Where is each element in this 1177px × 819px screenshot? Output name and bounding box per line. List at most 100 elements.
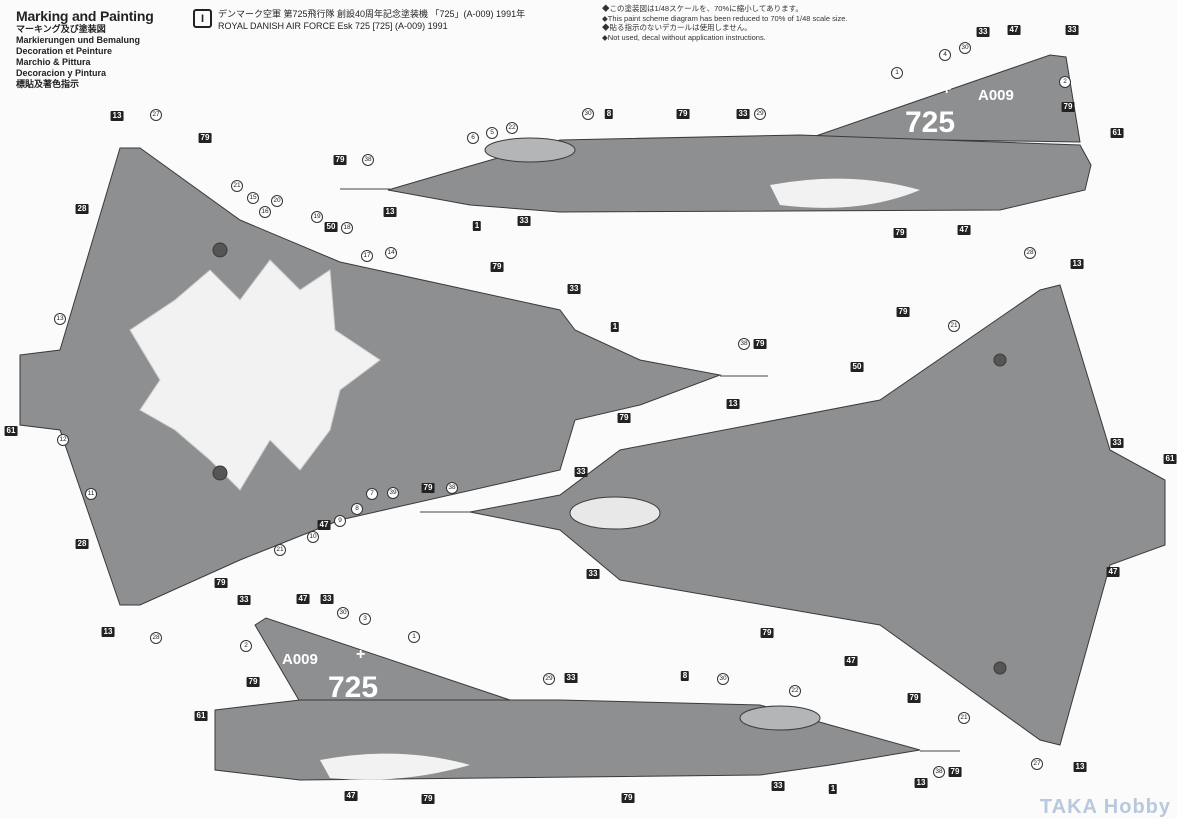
decal-callout: 22 [506, 122, 518, 134]
paint-callout: 33 [976, 27, 990, 37]
decal-callout: 20 [271, 195, 283, 207]
paint-callout: 61 [4, 426, 18, 436]
decal-callout: 38 [446, 482, 458, 494]
decal-callout: 29 [754, 108, 766, 120]
paint-callout: 61 [194, 711, 208, 721]
decal-callout: 21 [231, 180, 243, 192]
bottom-view [420, 284, 1166, 746]
paint-callout: 79 [490, 262, 504, 272]
notes: この塗装図は1/48スケールを、70%に縮小してあります。 This paint… [602, 4, 848, 42]
decal-callout: 30 [959, 42, 971, 54]
paint-callout: 13 [110, 111, 124, 121]
scheme-title-en: ROYAL DANISH AIR FORCE Esk 725 [725] (A-… [218, 21, 448, 31]
decal-callout: 4 [939, 49, 951, 61]
paint-callout: 33 [771, 781, 785, 791]
paint-callout: 13 [914, 778, 928, 788]
paint-callout: 33 [586, 569, 600, 579]
paint-callout: 33 [237, 595, 251, 605]
paint-callout: 79 [948, 767, 962, 777]
decal-callout: 11 [85, 488, 97, 500]
fin-serial-upper: A009 [978, 87, 1014, 104]
paint-callout: 33 [567, 284, 581, 294]
watermark: TAKA Hobby [1039, 796, 1171, 818]
paint-callout: 61 [1163, 454, 1177, 464]
decal-callout: 30 [582, 108, 594, 120]
paint-callout: 79 [1061, 102, 1075, 112]
paint-callout: 47 [1106, 567, 1120, 577]
decal-callout: 2 [240, 640, 252, 652]
note-jp-decal: 貼る指示のないデカールは使用しません。 [602, 23, 848, 33]
lion-decal [129, 259, 381, 491]
subtitle-fr: Decoration et Peinture [16, 46, 113, 56]
scheme-title-jp: デンマーク空軍 第725飛行隊 創設40周年記念塗装機 「725」(A-009)… [218, 9, 526, 19]
fin-cross-lower: + [356, 646, 365, 663]
fin [809, 54, 1081, 143]
top-view [19, 147, 768, 606]
decal-callout: 15 [247, 192, 259, 204]
paint-callout: 13 [726, 399, 740, 409]
decal-callout: 3 [359, 613, 371, 625]
paint-callout: 1 [472, 221, 482, 231]
decal-callout: 28 [150, 632, 162, 644]
paint-callout: 33 [1065, 25, 1079, 35]
decal-callout: 9 [334, 515, 346, 527]
subtitle-de: Markierungen und Bemalung [16, 35, 141, 45]
fin-number-lower: 725 [328, 671, 378, 704]
paint-callout: 79 [421, 483, 435, 493]
paint-callout: 79 [760, 628, 774, 638]
decal-callout: 38 [933, 766, 945, 778]
decal-callout: 22 [789, 685, 801, 697]
decal-callout: 1 [408, 631, 420, 643]
paint-callout: 28 [75, 204, 89, 214]
decal-callout: 21 [958, 712, 970, 724]
paint-callout: 47 [844, 656, 858, 666]
paint-callout: 79 [246, 677, 260, 687]
paint-callout: 33 [564, 673, 578, 683]
fin-serial-lower: A009 [282, 651, 318, 668]
paint-callout: 79 [753, 339, 767, 349]
paint-callout: 13 [101, 627, 115, 637]
paint-callout: 61 [1110, 128, 1124, 138]
decal-callout: 38 [738, 338, 750, 350]
paint-callout: 47 [317, 520, 331, 530]
decal-callout: 12 [57, 434, 69, 446]
side-view-left-profile [340, 54, 1092, 213]
decal-callout: 8 [351, 503, 363, 515]
decal-callout: 14 [385, 247, 397, 259]
note-en-decal: Not used, decal without application inst… [602, 33, 848, 43]
decal-callout: 16 [259, 206, 271, 218]
note-en-scale: This paint scheme diagram has been reduc… [602, 14, 848, 24]
paint-callout: 50 [324, 222, 338, 232]
paint-callout: 28 [75, 539, 89, 549]
paint-callout: 79 [621, 793, 635, 803]
paint-callout: 79 [907, 693, 921, 703]
fin-cross-upper: + [942, 81, 951, 98]
subtitle-es: Decoracion y Pintura [16, 68, 107, 78]
paint-callout: 79 [214, 578, 228, 588]
fin-number-upper: 725 [905, 106, 955, 139]
decal-callout: 5 [486, 127, 498, 139]
scheme-badge: I [193, 9, 212, 28]
paint-callout: 33 [320, 594, 334, 604]
paint-callout: 50 [850, 362, 864, 372]
subtitle-it: Marchio & Pittura [16, 57, 91, 67]
paint-callout: 79 [333, 155, 347, 165]
decal-callout: 21 [274, 544, 286, 556]
decal-callout: 27 [1031, 758, 1043, 770]
decal-callout: 1 [891, 67, 903, 79]
decal-callout: 30 [337, 607, 349, 619]
decal-callout: 27 [150, 109, 162, 121]
side-view-right-profile [214, 617, 960, 781]
paint-callout: 13 [1070, 259, 1084, 269]
paint-callout: 47 [957, 225, 971, 235]
paint-callout: 33 [517, 216, 531, 226]
scheme-heading: I デンマーク空軍 第725飛行隊 創設40周年記念塗装機 「725」(A-00… [193, 8, 525, 32]
decal-callout: 39 [387, 487, 399, 499]
wing-fuselage [469, 284, 1166, 746]
wing-fuselage [19, 147, 722, 606]
note-jp-scale: この塗装図は1/48スケールを、70%に縮小してあります。 [602, 4, 848, 14]
subtitle-jp: マーキング及び塗装図 [16, 24, 106, 34]
decal-callout: 21 [948, 320, 960, 332]
paint-callout: 79 [198, 133, 212, 143]
